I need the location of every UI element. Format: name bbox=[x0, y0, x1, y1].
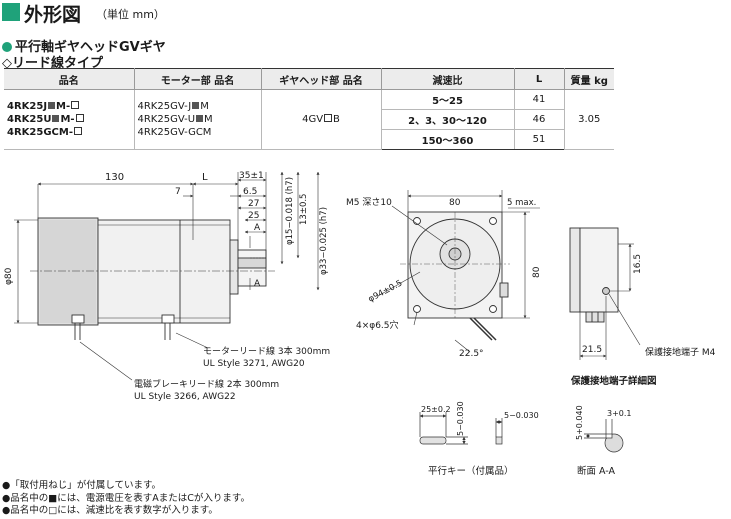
dim-key-25: 25±0.2 bbox=[421, 405, 451, 414]
brake-lead-label: 電磁ブレーキリード線 2本 300mm bbox=[134, 378, 279, 390]
col-header-gearhead: ギヤヘッド部 品名 bbox=[260, 68, 382, 90]
product-series-heading: 平行軸ギヤヘッドGVギヤ bbox=[2, 36, 166, 55]
dim-phi33: φ33−0.025 (h7) bbox=[319, 207, 329, 275]
dim-front-80: 80 bbox=[449, 198, 461, 208]
mount-hole bbox=[489, 217, 497, 225]
ratio-placeholder-icon bbox=[71, 101, 80, 109]
mount-hole bbox=[489, 305, 497, 313]
voltage-placeholder-icon bbox=[48, 102, 56, 109]
motor-body bbox=[97, 219, 231, 324]
col-header-mass: 質量 kg bbox=[563, 68, 614, 90]
dim-key-5a: 5−0.030 bbox=[456, 401, 465, 436]
gear-flange bbox=[229, 239, 239, 295]
gearhead-right-view bbox=[569, 227, 641, 360]
brake-lead-ul: UL Style 3266, AWG22 bbox=[134, 392, 236, 402]
spec-table: 品名 モーター部 品名 ギヤヘッド部 品名 減速比 L 質量 kg 4RK25J… bbox=[4, 68, 614, 150]
dim-35: 35±1 bbox=[239, 171, 264, 181]
output-shaft bbox=[237, 257, 267, 269]
dim-shaft-phi15: φ15−0.018 (h7) bbox=[285, 177, 295, 245]
parallel-key bbox=[419, 412, 503, 445]
dim-16-5: 16.5 bbox=[633, 254, 643, 274]
voltage-placeholder-icon bbox=[52, 115, 60, 122]
page-title: 外形図 bbox=[24, 4, 82, 26]
dim-130: 130 bbox=[105, 172, 124, 183]
header-square-icon bbox=[2, 3, 20, 21]
col-header-motor: モーター部 品名 bbox=[133, 68, 262, 90]
section-heading: ◇リード線タイプ bbox=[2, 56, 103, 71]
product-name-3: 4RK25GCM- bbox=[7, 126, 134, 139]
green-dot-icon bbox=[2, 42, 12, 52]
terminal-detail-title: 保護接地端子詳細図 bbox=[570, 375, 657, 387]
dim-phi80: φ80 bbox=[4, 267, 14, 285]
dim-6-5: 6.5 bbox=[243, 187, 257, 197]
gearhead-front-view bbox=[377, 190, 540, 353]
unit-label: （単位 mm） bbox=[96, 8, 165, 21]
parallel-key-label: 平行キー（付属品） bbox=[428, 465, 514, 477]
dim-7: 7 bbox=[175, 187, 181, 197]
series-name: 平行軸ギヤヘッドGVギヤ bbox=[15, 40, 166, 55]
dim-mount-holes: 4×φ6.5穴 bbox=[356, 319, 399, 331]
L-cell: 51 bbox=[513, 129, 564, 150]
dim-5max: 5 max. bbox=[507, 198, 536, 208]
dim-27: 27 bbox=[248, 199, 259, 209]
motor-lead-ul: UL Style 3271, AWG20 bbox=[203, 359, 305, 369]
motor-lead-label: モーターリード線 3本 300mm bbox=[203, 345, 330, 357]
ratio-placeholder-icon bbox=[324, 114, 333, 122]
dim-angle: 22.5° bbox=[459, 349, 484, 359]
section-label-A-bottom: A bbox=[254, 279, 261, 289]
ground-terminal-label: 保護接地端子 M4 bbox=[645, 346, 716, 358]
section-AA bbox=[584, 419, 624, 453]
ground-terminal-icon bbox=[602, 287, 610, 295]
dim-section-3: 3+0.1 bbox=[607, 409, 632, 418]
voltage-placeholder-icon bbox=[192, 102, 200, 109]
table-row: 2、3、30～120 46 bbox=[4, 109, 614, 130]
side-view-dimensions bbox=[14, 171, 320, 381]
ratio-placeholder-icon bbox=[73, 127, 82, 135]
section-label-A-top: A bbox=[254, 223, 261, 233]
dim-phi94: φ94±0.5 bbox=[367, 278, 404, 304]
ratio-placeholder-icon bbox=[75, 114, 84, 122]
table-row: 150～360 51 bbox=[4, 129, 614, 150]
dim-section-5: 5+0.040 bbox=[575, 405, 584, 440]
dim-25: 25 bbox=[248, 211, 259, 221]
voltage-placeholder-icon bbox=[196, 115, 204, 122]
section-AA-label: 断面 A-A bbox=[577, 465, 616, 477]
mount-hole bbox=[413, 305, 421, 313]
dim-m5: M5 深さ10 bbox=[346, 197, 392, 208]
notes-list: ●「取付用ねじ」が付属しています。 ●品名中の■には、電源電圧を表すAまたはCが… bbox=[2, 480, 250, 518]
dim-21-5: 21.5 bbox=[582, 345, 602, 355]
col-header-ratio: 減速比 bbox=[380, 68, 515, 90]
motor-name-3: 4RK25GV-GCM bbox=[137, 127, 212, 138]
mass-cell: 3.05 bbox=[563, 89, 614, 150]
note-item: ●「取付用ねじ」が付属しています。 bbox=[2, 480, 162, 491]
dim-front-80-side: 80 bbox=[532, 266, 542, 278]
note-item: ●品名中の■には、電源電圧を表すAまたはCが入ります。 bbox=[2, 492, 250, 504]
dim-key-5b: 5−0.030 bbox=[504, 411, 539, 420]
dim-L: L bbox=[202, 172, 208, 183]
motor-side-view bbox=[30, 217, 275, 340]
dim-13: 13±0.5 bbox=[299, 194, 309, 225]
note-item: ●品名中の□には、減速比を表す数字が入ります。 bbox=[2, 505, 218, 516]
